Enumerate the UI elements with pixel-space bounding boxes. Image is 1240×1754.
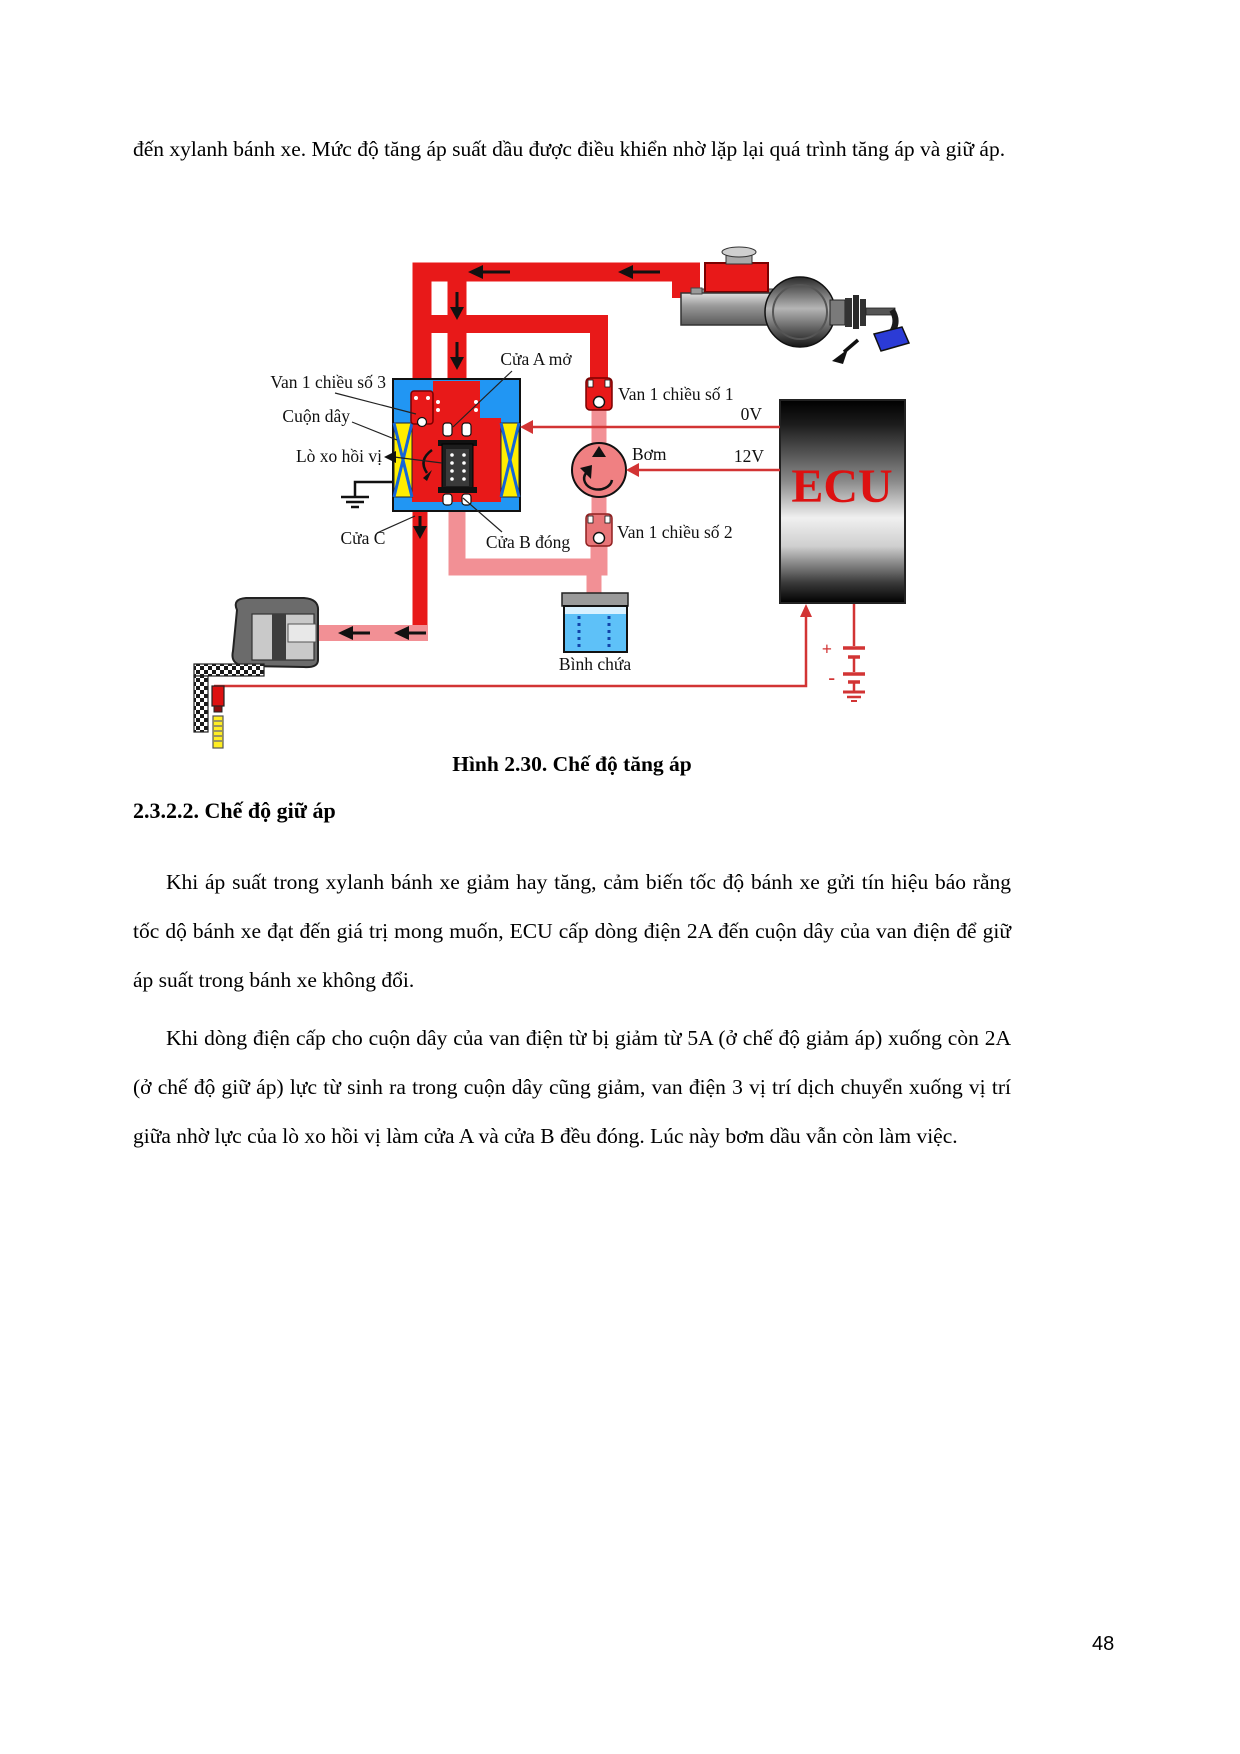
label-check-valve-1: Van 1 chiều số 1 <box>618 384 734 404</box>
sensor-wire <box>214 614 808 688</box>
label-coil: Cuộn dây <box>282 406 350 426</box>
flow-arrows <box>338 265 660 640</box>
speed-sensor <box>211 685 225 749</box>
wheel-caliper <box>231 597 320 669</box>
label-port-a: Cửa A mở <box>500 349 572 369</box>
coil-left <box>392 422 414 498</box>
valve-plunger <box>422 440 477 493</box>
figure-2-30: + - <box>180 230 920 750</box>
fluid-reservoir <box>561 592 629 653</box>
check-valve-1 <box>585 377 613 411</box>
page-number: 48 <box>1092 1633 1115 1655</box>
ecu-label: ECU <box>791 460 892 513</box>
hydraulic-diagram: + - <box>193 246 911 749</box>
sensor-wire-arrow <box>800 604 812 617</box>
label-0v: 0V <box>741 404 763 424</box>
paragraph-intro: đến xylanh bánh xe. Mức độ tăng áp suất … <box>133 137 1006 161</box>
brake-booster <box>764 276 836 348</box>
label-return-spring: Lò xo hồi vị <box>296 446 382 466</box>
figure-caption: Hình 2.30. Chế độ tăng áp <box>452 752 692 776</box>
leader-lines <box>334 370 513 534</box>
battery-wire <box>843 603 865 702</box>
ground-icon <box>341 480 393 509</box>
solenoid-valve-block <box>392 378 521 512</box>
ecu-box: ECU <box>779 399 906 604</box>
signal-wires <box>520 420 780 477</box>
battery-plus-label: + <box>822 639 832 659</box>
battery-minus-label: - <box>828 667 835 689</box>
master-cylinder <box>680 246 911 364</box>
label-12v: 12V <box>734 446 765 466</box>
label-check-valve-3: Van 1 chiều số 3 <box>270 372 386 392</box>
return-spring-arrow <box>384 451 396 463</box>
coil-right <box>499 422 521 498</box>
section-heading: 2.3.2.2. Chế độ giữ áp <box>133 798 336 823</box>
label-pump: Bơm <box>632 444 667 464</box>
label-check-valve-2: Van 1 chiều số 2 <box>617 522 733 542</box>
pedal-pad <box>872 326 911 352</box>
check-valve-3 <box>410 390 434 428</box>
label-reservoir: Bình chứa <box>559 654 631 674</box>
speed-sensor-rotor <box>193 663 265 733</box>
check-valve-2 <box>585 513 613 547</box>
pedal-arrow-icon <box>832 338 860 364</box>
pump <box>571 442 627 498</box>
paragraph-hold-mode-2: Khi dòng điện cấp cho cuộn dây của van đ… <box>133 1026 1011 1148</box>
port-a <box>436 400 478 437</box>
label-port-c: Cửa C <box>341 528 386 548</box>
label-port-b: Cửa B đóng <box>486 532 571 552</box>
paragraph-hold-mode-1: Khi áp suất trong xylanh bánh xe giảm ha… <box>133 870 1011 992</box>
